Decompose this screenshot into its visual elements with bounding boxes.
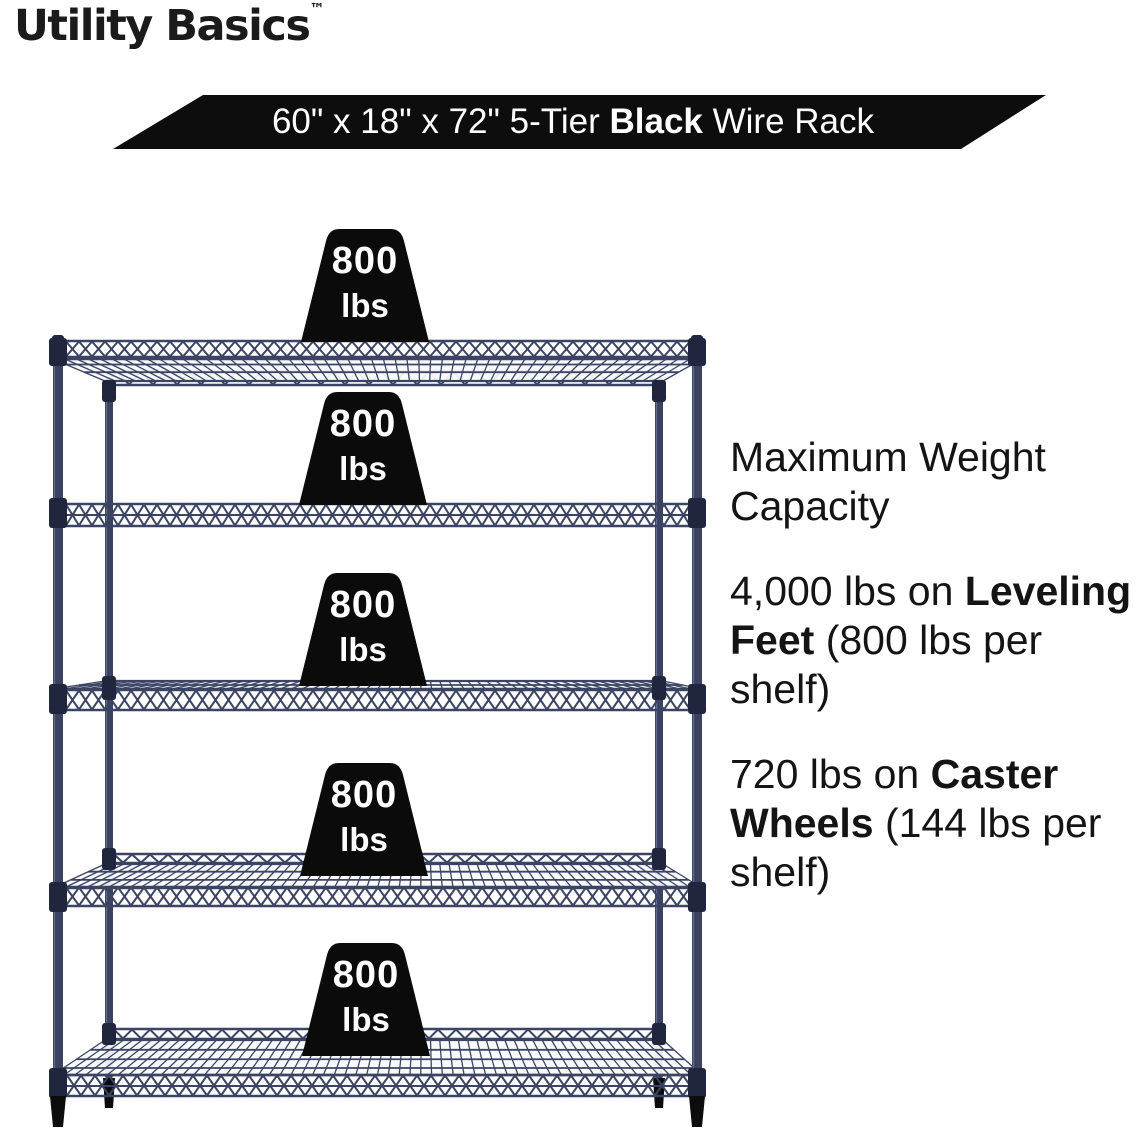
banner-title: 60" x 18" x 72" 5-Tier Black Wire Rack bbox=[90, 95, 1056, 149]
weight-unit: lbs bbox=[342, 1001, 390, 1038]
heading-line: Capacity bbox=[730, 483, 890, 529]
banner-title-post: Wire Rack bbox=[702, 102, 875, 141]
weight-shape bbox=[301, 229, 429, 342]
caster-wheels-capacity: 720 lbs on Caster Wheels (144 lbs per sh… bbox=[730, 750, 1131, 897]
weight-shape bbox=[299, 392, 427, 505]
weight-marker-tier-3: 800 lbs bbox=[295, 573, 431, 686]
weight-unit: lbs bbox=[339, 450, 387, 487]
capacity-heading: Maximum Weight Capacity bbox=[730, 433, 1131, 531]
caster-line1-pre: 720 lbs on bbox=[730, 751, 931, 797]
weight-unit: lbs bbox=[339, 631, 387, 668]
weight-unit: lbs bbox=[340, 821, 388, 858]
heading-line: Maximum Weight bbox=[730, 434, 1046, 480]
caster-line2-bold: Wheels bbox=[730, 800, 874, 846]
capacity-text-column: Maximum Weight Capacity 4,000 lbs on Lev… bbox=[730, 433, 1131, 933]
leveling-feet-capacity: 4,000 lbs on Leveling Feet (800 lbs per … bbox=[730, 567, 1131, 714]
title-banner: 60" x 18" x 72" 5-Tier Black Wire Rack bbox=[90, 95, 1056, 149]
leveling-line3: shelf) bbox=[730, 666, 831, 712]
brand-logo: Utility Basics™ bbox=[14, 0, 324, 51]
weight-unit: lbs bbox=[341, 287, 389, 324]
weight-value: 800 bbox=[329, 403, 397, 445]
weight-shape bbox=[302, 943, 430, 1056]
weight-value: 800 bbox=[329, 584, 397, 626]
weight-marker-tier-1: 800 lbs bbox=[297, 229, 433, 342]
caster-line1-bold: Caster bbox=[930, 751, 1059, 797]
trademark-symbol: ™ bbox=[309, 0, 325, 18]
weight-marker-tier-5: 800 lbs bbox=[298, 943, 434, 1056]
weight-value: 800 bbox=[332, 954, 400, 996]
leveling-line1-bold: Leveling bbox=[964, 568, 1132, 614]
weight-value: 800 bbox=[331, 240, 399, 282]
leveling-line2-bold: Feet bbox=[730, 617, 815, 663]
banner-title-bold: Black bbox=[609, 102, 703, 141]
weight-marker-tier-4: 800 lbs bbox=[296, 763, 432, 876]
brand-name: Utility Basics bbox=[14, 1, 311, 51]
weight-value: 800 bbox=[330, 774, 398, 816]
weight-marker-tier-2: 800 lbs bbox=[295, 392, 431, 505]
banner-title-pre: 60" x 18" x 72" 5-Tier bbox=[271, 102, 610, 141]
weight-shape bbox=[299, 573, 427, 686]
caster-line2-post: (144 lbs per bbox=[873, 800, 1102, 846]
weight-shape bbox=[300, 763, 428, 876]
leveling-line2-post: (800 lbs per bbox=[814, 617, 1043, 663]
leveling-line1-pre: 4,000 lbs on bbox=[730, 568, 965, 614]
banner-shape bbox=[113, 95, 1046, 149]
caster-line3: shelf) bbox=[730, 849, 831, 895]
